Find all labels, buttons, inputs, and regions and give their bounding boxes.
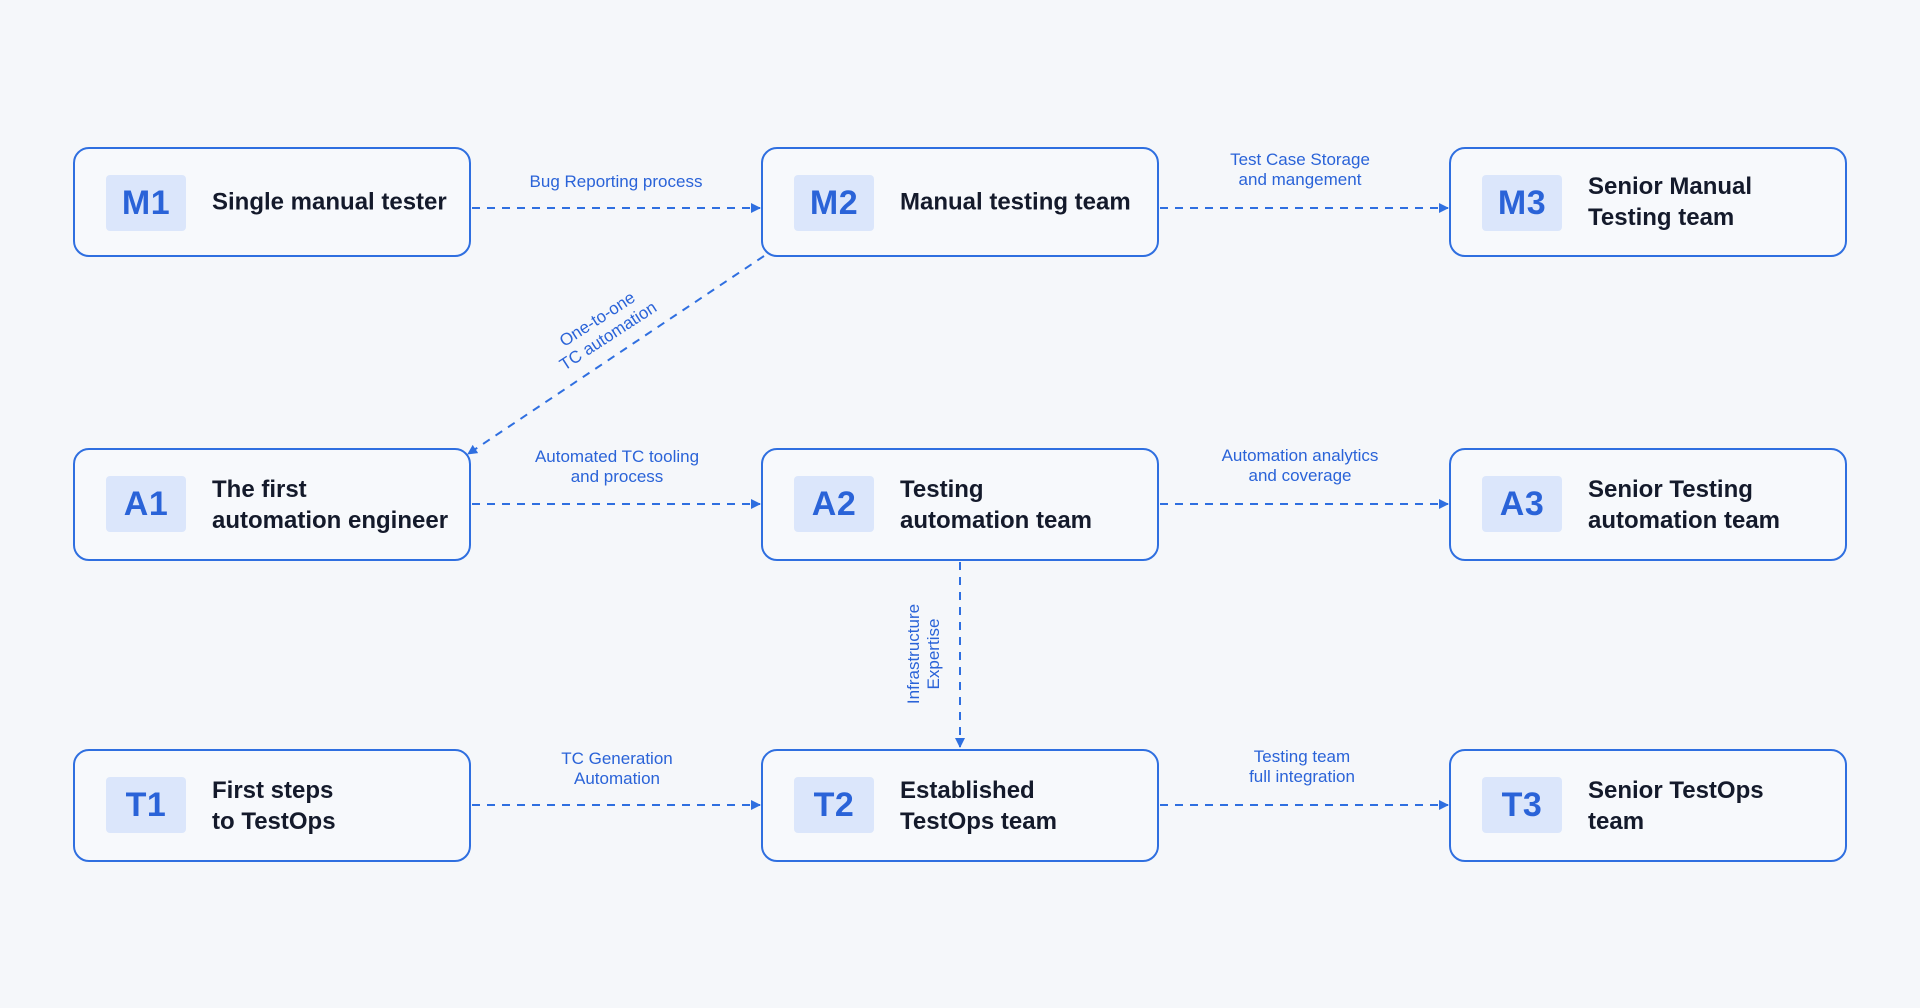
- node-m3: M3 Senior Manual Testing team: [1449, 147, 1847, 257]
- edge-label-a1-a2: Automated TC tooling and process: [534, 447, 700, 486]
- node-t1: T1 First steps to TestOps: [73, 749, 471, 862]
- node-title: Testing automation team: [900, 475, 1093, 534]
- node-title: Established TestOps team: [900, 776, 1057, 835]
- node-title: Senior Testing automation team: [1588, 475, 1781, 534]
- node-title: First steps to TestOps: [212, 776, 336, 835]
- node-title: Senior Manual Testing team: [1588, 173, 1753, 231]
- node-title: Single manual tester: [212, 188, 447, 216]
- node-code-badge: T3: [1482, 777, 1562, 833]
- node-code-badge: M1: [106, 175, 186, 231]
- edge-label-a2-a3: Automation analytics and coverage: [1221, 446, 1379, 485]
- node-code-badge: A1: [106, 476, 186, 532]
- node-title: Senior TestOps team: [1588, 776, 1764, 835]
- node-code-badge: M3: [1482, 175, 1562, 231]
- node-code-badge: T2: [794, 777, 874, 833]
- edge-label-a2-t2: Infrastructure Expertise: [904, 603, 943, 705]
- node-a3: A3 Senior Testing automation team: [1449, 448, 1847, 561]
- node-code-badge: A2: [794, 476, 874, 532]
- node-code-badge: A3: [1482, 476, 1562, 532]
- edge-label-m1-m2: Bug Reporting process: [529, 172, 703, 191]
- node-title: Manual testing team: [900, 188, 1131, 216]
- node-a1: A1 The first automation engineer: [73, 448, 471, 561]
- edge-label-m2-m3: Test Case Storage and mangement: [1230, 150, 1370, 189]
- edge-label-t1-t2: TC Generation Automation: [561, 749, 673, 788]
- node-code-badge: T1: [106, 777, 186, 833]
- node-m1: M1 Single manual tester: [73, 147, 471, 257]
- node-a2: A2 Testing automation team: [761, 448, 1159, 561]
- node-t3: T3 Senior TestOps team: [1449, 749, 1847, 862]
- node-code-badge: M2: [794, 175, 874, 231]
- edge-m2-a1: [467, 255, 765, 455]
- node-title: The first automation engineer: [212, 475, 449, 534]
- node-t2: T2 Established TestOps team: [761, 749, 1159, 862]
- node-m2: M2 Manual testing team: [761, 147, 1159, 257]
- edge-label-t2-t3: Testing team full integration: [1249, 747, 1355, 786]
